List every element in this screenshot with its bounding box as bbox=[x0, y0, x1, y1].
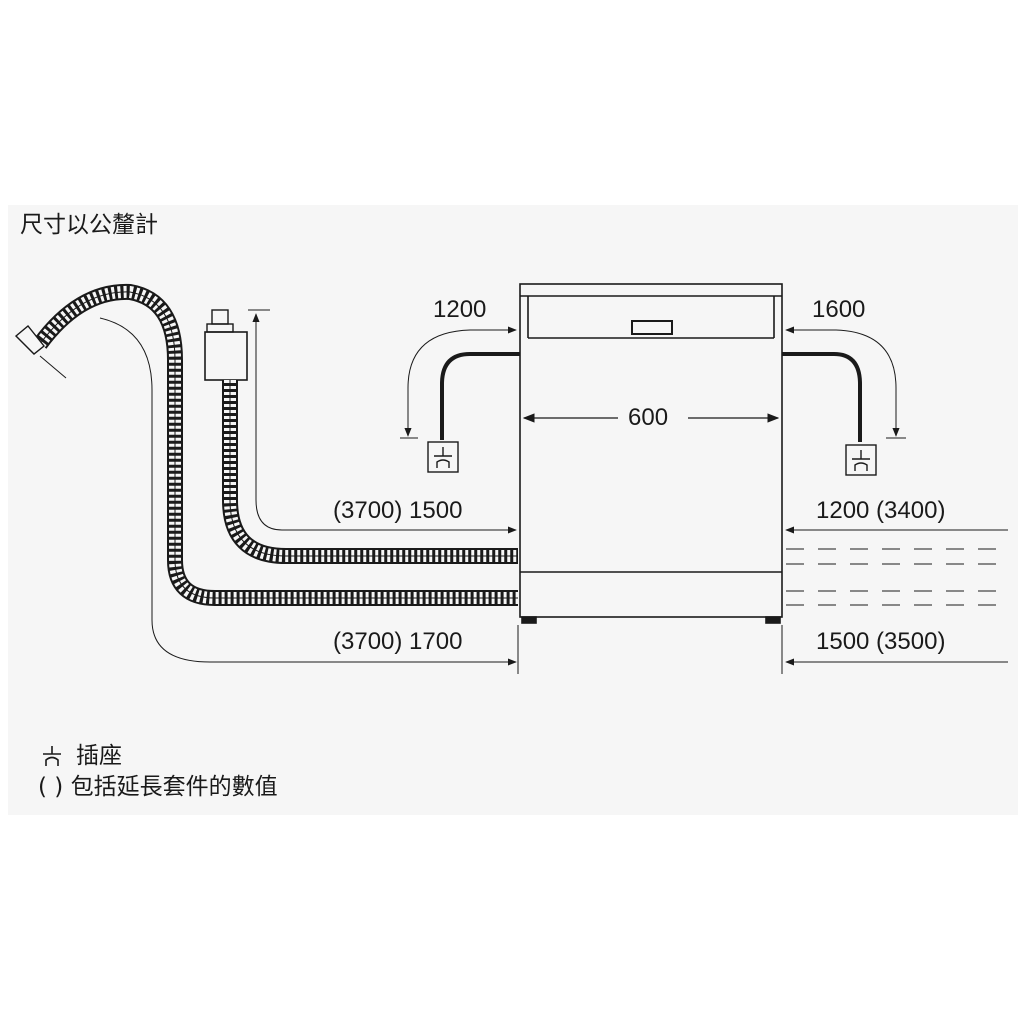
socket-right-dimension bbox=[785, 326, 906, 439]
power-cable-left bbox=[440, 352, 520, 440]
inlet-hose-length-left: (3700) 1500 bbox=[333, 497, 463, 524]
inlet-hose-icon bbox=[204, 309, 518, 564]
socket-left-length: 1200 bbox=[433, 296, 487, 323]
power-cable-right bbox=[782, 352, 862, 442]
hose-continuation bbox=[786, 548, 1008, 606]
socket-legend-icon bbox=[43, 746, 61, 766]
drain-hose-length-right: 1500 (3500) bbox=[816, 628, 946, 655]
reference-lines bbox=[517, 625, 783, 674]
drain-hose-dimension bbox=[99, 317, 517, 666]
dishwasher-width: 600 bbox=[628, 404, 669, 431]
legend-extension-note: ( ) 包括延長套件的數值 bbox=[38, 774, 278, 800]
legend-socket: 插座 bbox=[76, 743, 122, 769]
drain-hose-length-left: (3700) 1700 bbox=[333, 628, 463, 655]
right-hose-dimensions bbox=[785, 526, 1008, 666]
socket-icon bbox=[427, 441, 459, 473]
socket-left-dimension bbox=[400, 326, 517, 439]
units-heading: 尺寸以公釐計 bbox=[20, 212, 158, 238]
inlet-hose-dimension bbox=[248, 309, 517, 534]
dishwasher-icon bbox=[519, 283, 783, 624]
socket-icon bbox=[845, 444, 877, 476]
socket-right-length: 1600 bbox=[812, 296, 866, 323]
drain-hose-icon bbox=[14, 283, 518, 606]
inlet-hose-length-right: 1200 (3400) bbox=[816, 497, 946, 524]
